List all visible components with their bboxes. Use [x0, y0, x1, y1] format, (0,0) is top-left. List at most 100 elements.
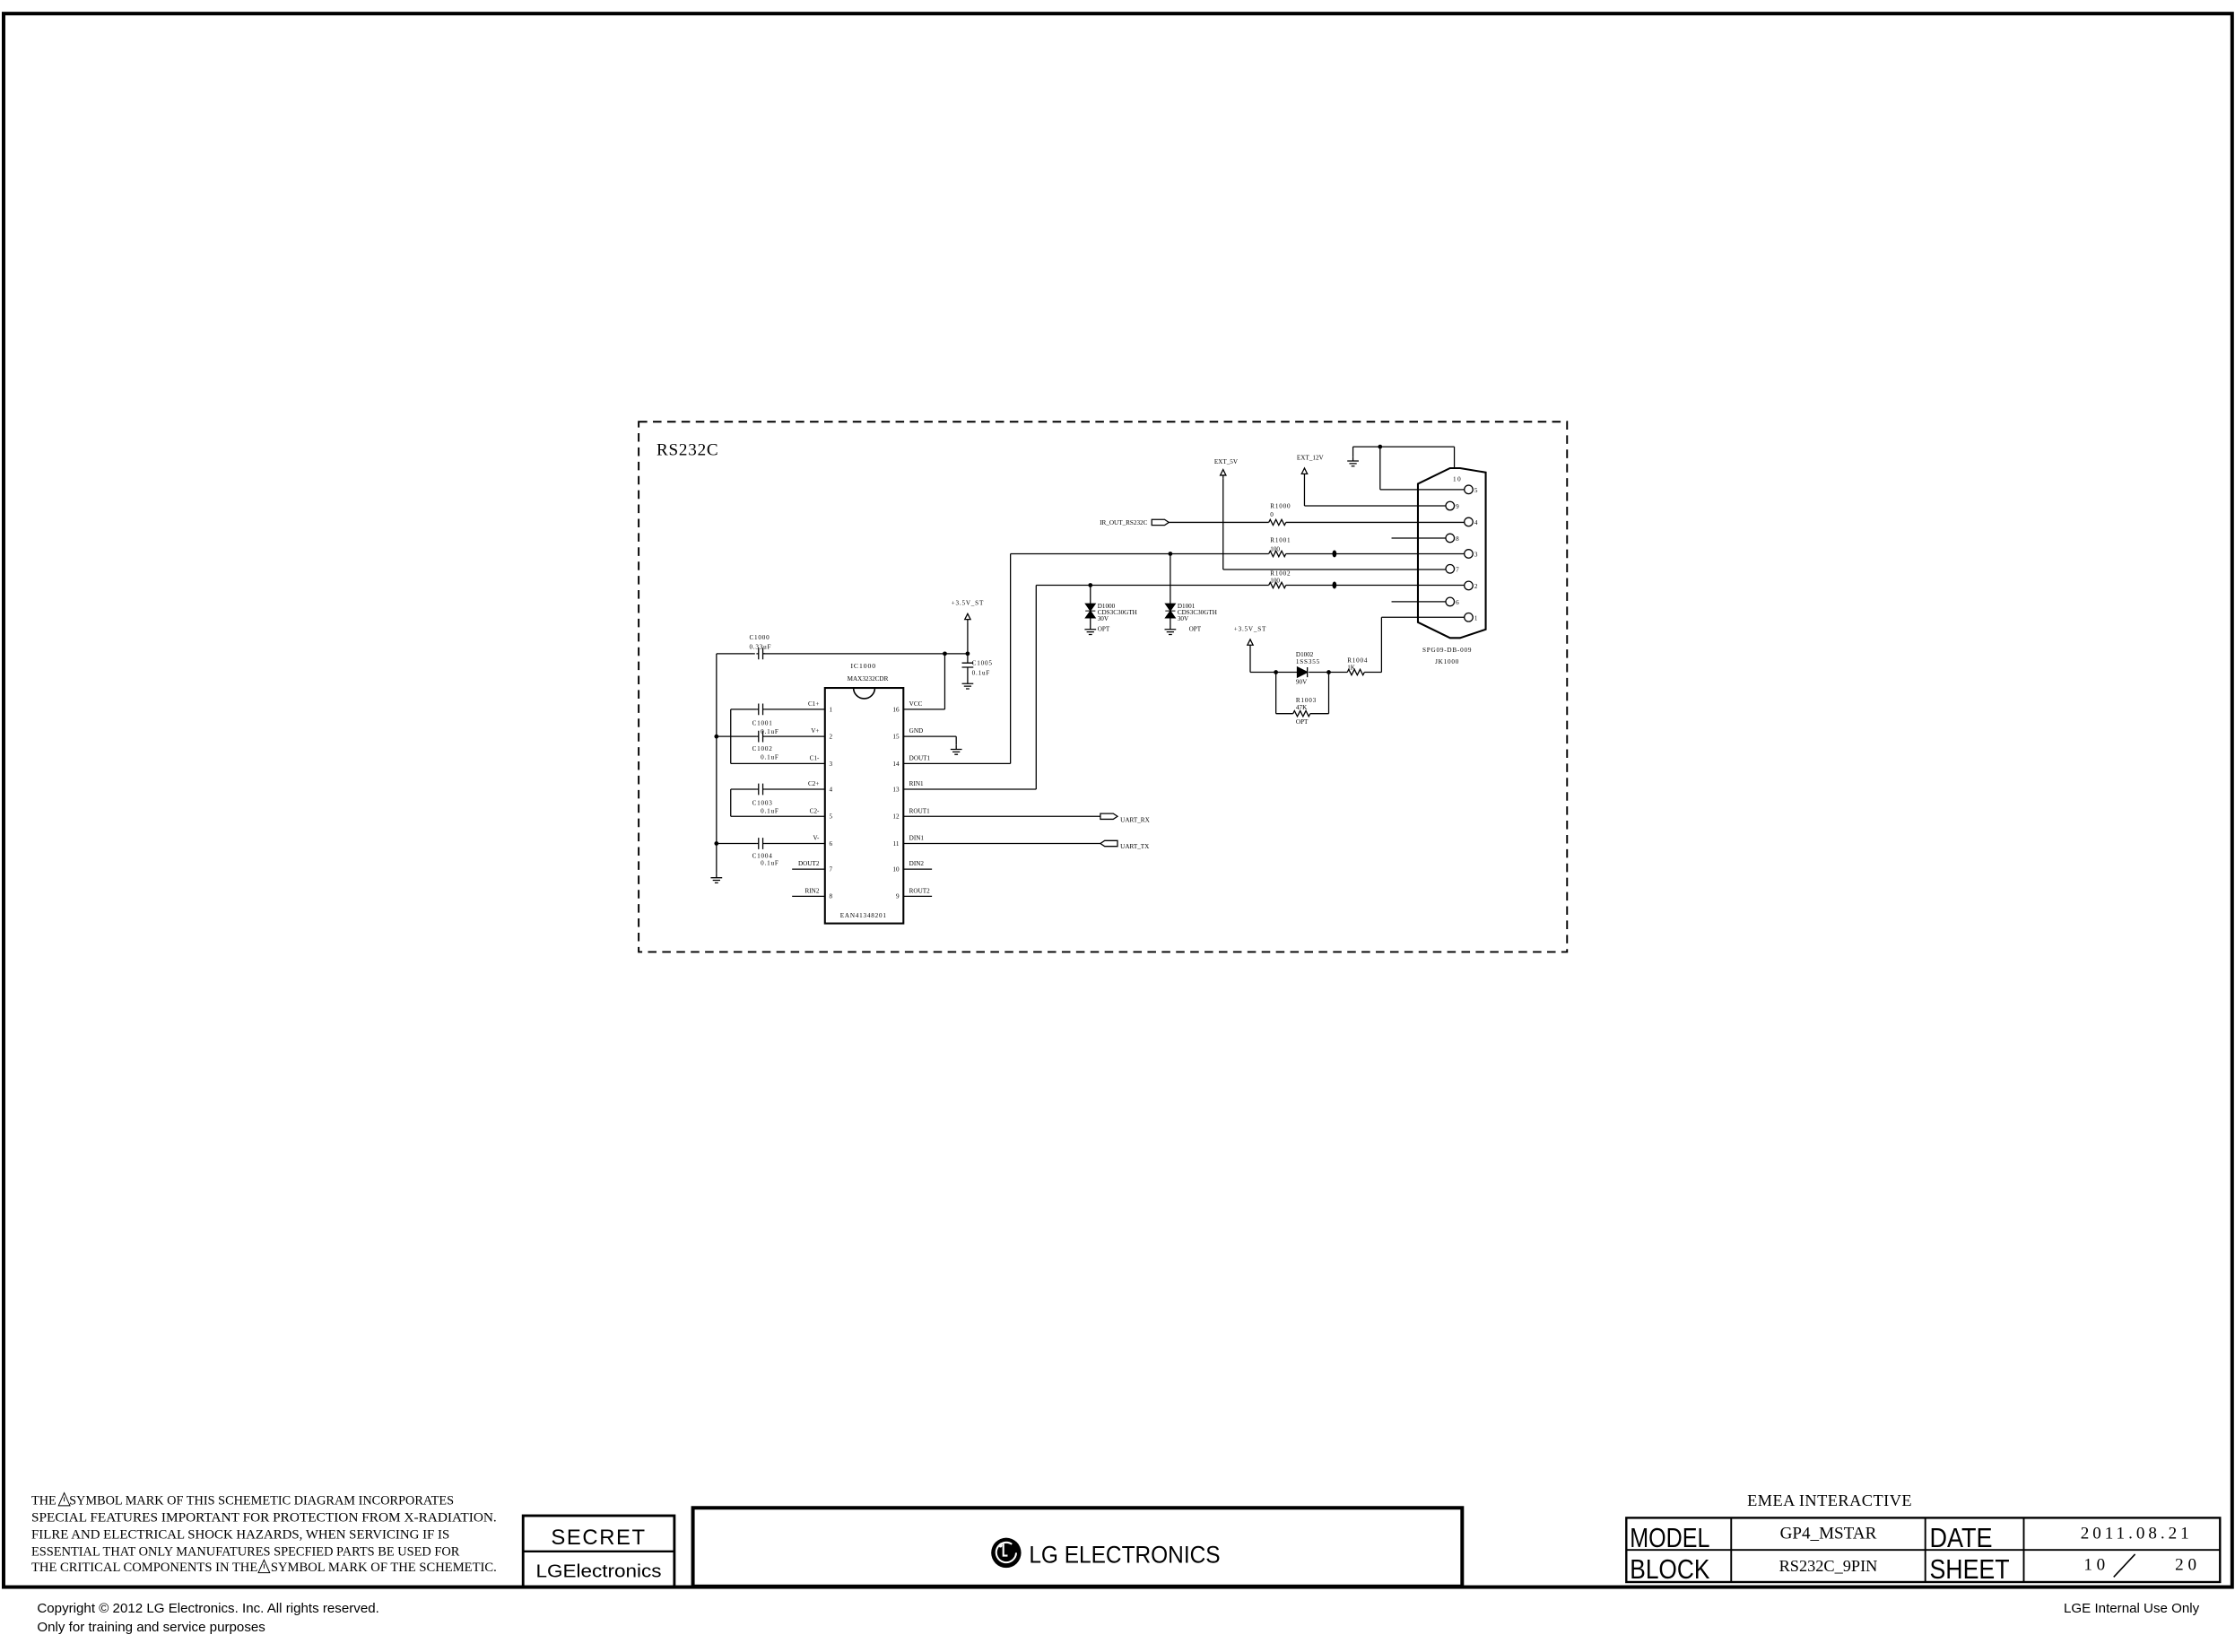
resistor-ref: R1000: [1270, 503, 1291, 510]
ic-pin-name: DOUT1: [909, 754, 931, 761]
capacitor-icon: [756, 838, 765, 849]
net-label-ext-12v: EXT_12V: [1297, 454, 1325, 461]
resistor-icon: [1268, 517, 1287, 527]
net-port-icon: [1151, 518, 1170, 526]
net-label-uart-rx: UART_RX: [1120, 817, 1150, 824]
ic-code: EAN41348201: [840, 912, 887, 919]
net-label-ir-out: IR_OUT_RS232C: [1100, 519, 1148, 526]
ic-pin-number: 14: [892, 761, 900, 768]
rs232c-block-boundary: [638, 421, 1569, 953]
ic-pin-number: 5: [830, 813, 833, 821]
power-arrow-icon: [1246, 638, 1255, 648]
tvs-diode-icon: [1164, 603, 1177, 619]
block-label: BLOCK: [1630, 1555, 1709, 1585]
labels: 59483726110SPG09-DB-009JK10001C1+16VCC2V…: [749, 454, 1477, 919]
connector-pin-icon: [1445, 500, 1456, 511]
ic-ref: IC1000: [850, 662, 876, 670]
resistor-ref: R1001: [1270, 537, 1291, 544]
resistor-value: 1K: [1347, 664, 1356, 671]
ic1000-max3232: [823, 687, 905, 925]
connector-pin-icon: [1464, 612, 1474, 622]
sheet-label: SHEET: [1929, 1555, 2009, 1585]
ic-pin-number: 8: [830, 893, 833, 900]
resistor-ref: R1002: [1270, 570, 1291, 577]
connector-pin-number: 3: [1474, 552, 1478, 559]
net-label-ext-5v: EXT_5V: [1214, 458, 1239, 465]
option-label: OPT: [1296, 718, 1309, 726]
resistor-value: 0: [1270, 511, 1274, 518]
ic-pin-name: RIN1: [909, 780, 924, 787]
resistor-icon: [1346, 667, 1365, 677]
capacitor-ref: C1004: [752, 852, 773, 859]
resistor-ref: R1004: [1347, 656, 1368, 664]
ground-icon: [950, 744, 962, 755]
junction-dot: [714, 734, 719, 739]
warning-line: FILRE AND ELECTRICAL SHOCK HAZARDS, WHEN…: [31, 1527, 449, 1542]
ic-pin-number: 15: [892, 734, 900, 741]
sheet-total: 20: [2175, 1555, 2201, 1574]
connector-pin-number: 8: [1456, 535, 1459, 543]
ic-pin-name: DOUT2: [798, 860, 820, 867]
ic-pin-name: ROUT1: [909, 807, 930, 814]
net-label-uart-tx: UART_TX: [1120, 843, 1150, 850]
ic-pin-number: 6: [830, 840, 833, 848]
resistor-ref: R1003: [1296, 697, 1317, 704]
net-port-icon: [1100, 813, 1119, 821]
ground-icon: [1164, 625, 1177, 636]
connector-pin-icon: [1445, 533, 1456, 543]
ic-pin-number: 7: [830, 866, 833, 874]
capacitor-icon: [961, 662, 974, 668]
ic-pin-number: 16: [892, 706, 900, 713]
junction-dot: [1088, 583, 1093, 587]
diode-ref: D1001: [1178, 603, 1196, 610]
ic-pin-name: RIN2: [805, 887, 820, 894]
capacitor-value: 0.1uF: [761, 807, 778, 814]
capacitor-ref: C1003: [752, 800, 773, 807]
connector-pin-icon: [1464, 549, 1474, 559]
project-name: EMEA INTERACTIVE: [1747, 1491, 1912, 1509]
resistor-value: 47K: [1296, 704, 1308, 711]
ic-pin-number: 2: [830, 734, 833, 741]
connector-pin-number: 7: [1456, 567, 1459, 574]
logo-text: LG ELECTRONICS: [1029, 1542, 1220, 1569]
capacitor-value: 0.33uF: [749, 643, 771, 650]
ic-pin-number: 1: [830, 706, 833, 713]
capacitor-ref: C1005: [972, 660, 993, 667]
junction-dot: [1274, 670, 1279, 674]
connector-pin-icon: [1464, 484, 1474, 495]
ic-pin-name: C1-: [810, 754, 820, 761]
connector-pin-icon: [1464, 517, 1474, 527]
connector-pin-icon: [1464, 580, 1474, 591]
ic-pin-number: 4: [830, 786, 833, 793]
capacitor-value: 0.1uF: [761, 728, 778, 735]
connector-ref: JK1000: [1435, 658, 1459, 665]
diode-part: CDS3C30GTH: [1178, 609, 1217, 616]
junction-dot: [1332, 550, 1337, 558]
junction-dot: [943, 651, 947, 656]
training-text: Only for training and service purposes: [37, 1620, 265, 1635]
diode-part: CDS3C30GTH: [1098, 609, 1137, 616]
ground-icon: [710, 873, 723, 884]
block-title: RS232C: [657, 441, 718, 460]
resistor-icon: [1292, 709, 1311, 718]
warning-line: SPECIAL FEATURES IMPORTANT FOR PROTECTIO…: [31, 1510, 497, 1525]
symbols: [710, 444, 1474, 884]
capacitor-icon: [756, 730, 765, 743]
ic-pin-name: DIN2: [909, 860, 925, 867]
diode-ref: D1002: [1296, 651, 1314, 658]
ic-part: MAX3232CDR: [848, 675, 889, 683]
connector-pin-number: 2: [1474, 583, 1478, 590]
diode-rating: 30V: [1178, 615, 1189, 622]
ic-pin-name: ROUT2: [909, 887, 930, 894]
secret-label: SECRET: [551, 1526, 646, 1550]
resistor-icon: [1268, 580, 1287, 590]
model-label: MODEL: [1630, 1524, 1709, 1553]
ic-notch: [852, 687, 876, 700]
junction-dot: [1332, 581, 1337, 589]
warning-line: THE SYMBOL MARK OF THIS SCHEMETIC DIAGRA…: [31, 1493, 454, 1508]
junction-dot: [1168, 552, 1173, 556]
internal-use-text: LGE Internal Use Only: [2064, 1601, 2200, 1616]
capacitor-ref: C1000: [749, 634, 770, 641]
ground-icon: [1347, 456, 1359, 467]
